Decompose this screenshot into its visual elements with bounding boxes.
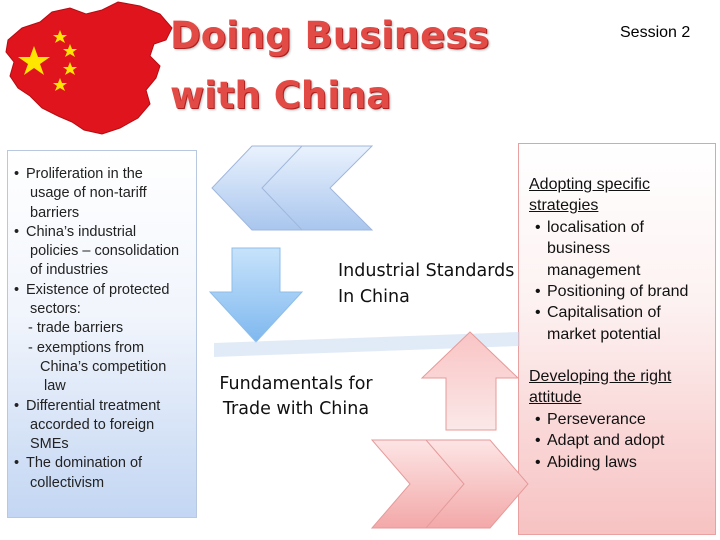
item-line: Perseverance: [547, 410, 646, 428]
attitude-block: Developing the right attitude • Persever…: [529, 366, 671, 473]
list-item: • Capitalisation of: [529, 302, 688, 323]
item-line: market potential: [547, 325, 661, 343]
title-line-1: Doing Business: [170, 14, 490, 57]
item-line: Adapt and adopt: [547, 432, 665, 450]
list-item: • Proliferation in the usage of non-tari…: [14, 165, 188, 223]
label-line: Industrial Standards: [338, 261, 515, 281]
fundamentals-label: Fundamentals for Trade with China: [210, 372, 382, 422]
bullet: •: [14, 223, 20, 240]
down-arrow-icon: [208, 247, 304, 343]
block-heading: Developing the right: [529, 368, 672, 385]
session-label: Session 2: [620, 24, 691, 41]
label-line: In China: [338, 287, 410, 307]
list-item: • Positioning of brand: [529, 281, 688, 302]
double-chevron-left-icon: [211, 145, 374, 231]
list-item: • The domination of collectivism: [14, 454, 188, 493]
bullet: •: [535, 410, 541, 428]
list-subitem: - exemptions from: [28, 339, 145, 356]
label-line: Fundamentals for: [219, 374, 373, 394]
bullet: •: [535, 432, 541, 450]
item-line: Abiding laws: [547, 453, 637, 471]
left-panel-list: • Proliferation in the usage of non-tari…: [8, 151, 196, 493]
double-chevron-right-icon: [370, 439, 529, 529]
right-panel: Adopting specific strategies • localisat…: [518, 143, 716, 535]
bullet: •: [535, 218, 541, 236]
block-heading: Adopting specific: [529, 176, 650, 193]
item-line: sectors:: [30, 301, 81, 318]
item-line: Differential treatment: [26, 397, 161, 414]
item-line: collectivism: [30, 474, 105, 491]
left-panel: • Proliferation in the usage of non-tari…: [7, 150, 197, 518]
item-line: Proliferation in the: [26, 166, 143, 182]
bullet: •: [535, 304, 541, 322]
item-line: management: [547, 261, 641, 279]
item-line: of industries: [30, 262, 109, 279]
bullet: •: [14, 166, 20, 182]
item-line: The domination of: [26, 455, 143, 472]
bullet: •: [14, 397, 20, 414]
industrial-standards-label: Industrial Standards In China: [338, 258, 514, 310]
bullet: •: [14, 281, 20, 298]
bullet: •: [535, 283, 541, 301]
item-line: policies – consolidation: [30, 243, 180, 260]
item-line: business: [547, 240, 611, 258]
block-heading: attitude: [529, 389, 582, 407]
list-item: • Differential treatment accorded to for…: [14, 397, 188, 455]
item-line: China’s industrial: [26, 223, 137, 240]
list-item: • China’s industrial policies – consolid…: [14, 223, 188, 281]
item-line: localisation of: [547, 218, 644, 236]
item-line: usage of non-tariff: [30, 185, 147, 202]
list-subitem-line: law: [44, 378, 66, 395]
item-line: Existence of protected: [26, 281, 170, 298]
divider-band: [214, 332, 520, 357]
list-item: • Adapt and adopt: [529, 430, 671, 451]
item-line: Capitalisation of: [547, 304, 661, 322]
item-line: barriers: [30, 204, 80, 221]
list-subitem-line: China’s competition: [40, 358, 167, 375]
list-item: • localisation of: [529, 217, 688, 238]
up-arrow-icon: [420, 331, 520, 431]
item-line: SMEs: [30, 436, 69, 453]
list-item: • Existence of protected sectors:: [14, 281, 188, 320]
bullet: •: [14, 455, 20, 472]
block-heading: strategies: [529, 197, 599, 215]
item-line: accorded to foreign: [30, 416, 155, 433]
list-item: • Abiding laws: [529, 452, 671, 473]
list-item: • Perseverance: [529, 409, 671, 430]
label-line: Trade with China: [222, 399, 370, 419]
title-line-2: with China: [170, 74, 392, 117]
item-line: Positioning of brand: [547, 283, 689, 301]
strategies-block: Adopting specific strategies • localisat…: [529, 174, 688, 345]
bullet: •: [535, 453, 541, 471]
china-flag-map-icon: [5, 1, 173, 135]
list-subitem: - trade barriers: [28, 320, 124, 337]
